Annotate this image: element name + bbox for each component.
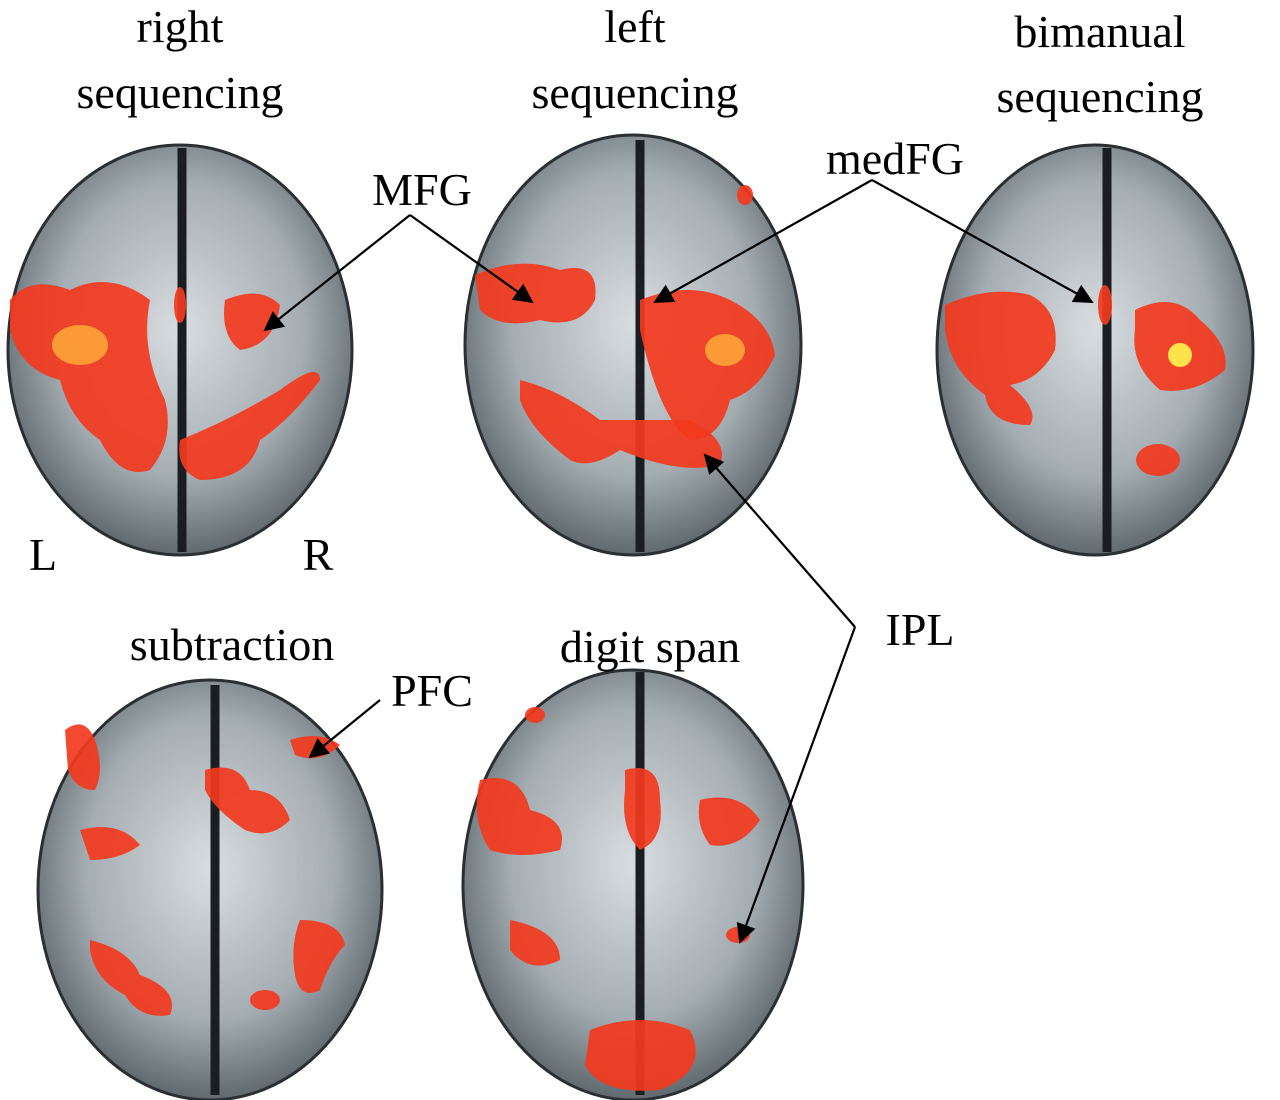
- arrow-pfc: [308, 699, 381, 759]
- arrow-ipl-digit: [736, 626, 857, 944]
- label-mfg: MFG: [372, 164, 472, 215]
- title-left-line1: left: [604, 1, 666, 52]
- brain-left-sequencing: [463, 133, 803, 557]
- label-ipl: IPL: [886, 604, 955, 655]
- arrow-medfg-bimanual: [871, 179, 1094, 303]
- arrow-medfg-left: [653, 179, 873, 303]
- arrow-mfg-left: [409, 214, 534, 304]
- title-left-line2: sequencing: [532, 67, 739, 118]
- brain-bimanual-sequencing: [935, 143, 1255, 557]
- title-right-line2: sequencing: [77, 67, 284, 118]
- title-bimanual-line1: bimanual: [1014, 6, 1185, 57]
- brain-subtraction: [36, 678, 384, 1100]
- orientation-left: L: [29, 529, 57, 580]
- arrow-ipl-left: [703, 453, 856, 628]
- label-medfg: medFG: [826, 133, 964, 184]
- label-pfc: PFC: [391, 665, 473, 716]
- brain-digit-span: [461, 668, 805, 1100]
- brain-right-sequencing: [6, 143, 354, 557]
- title-right-line1: right: [137, 1, 224, 52]
- title-digit-span: digit span: [560, 621, 740, 672]
- arrow-mfg-right: [263, 214, 411, 332]
- orientation-right: R: [303, 529, 334, 580]
- title-subtraction: subtraction: [130, 619, 334, 670]
- title-bimanual-line2: sequencing: [997, 71, 1204, 122]
